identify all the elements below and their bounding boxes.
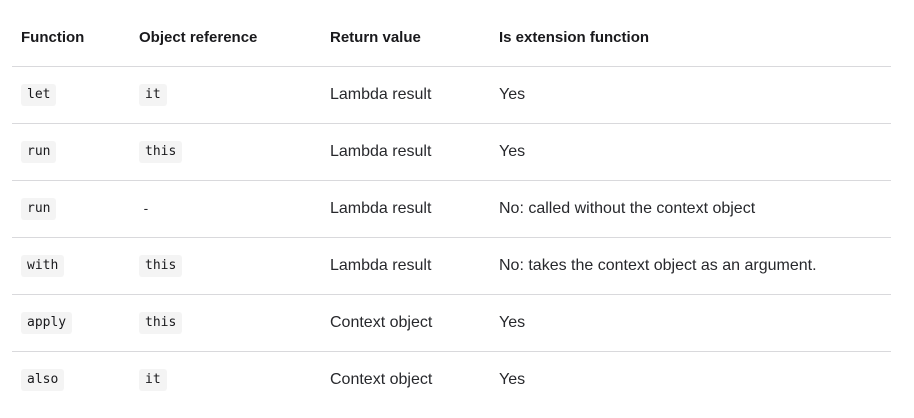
function-code: apply <box>21 312 73 334</box>
table-row: let it Lambda result Yes <box>12 66 891 124</box>
cell-object-reference: it <box>130 352 321 409</box>
cell-object-reference: this <box>130 237 321 295</box>
cell-is-extension: No: takes the context object as an argum… <box>490 237 891 295</box>
cell-function: also <box>12 352 130 409</box>
object-reference-code: it <box>139 84 167 106</box>
header-is-extension-function: Is extension function <box>490 9 891 67</box>
function-code: run <box>21 141 57 163</box>
cell-is-extension: Yes <box>490 123 891 181</box>
function-code: run <box>21 198 57 220</box>
table-row: also it Context object Yes <box>12 352 891 409</box>
header-return-value: Return value <box>321 9 490 67</box>
object-reference-code: this <box>139 255 183 277</box>
cell-function: run <box>12 123 130 181</box>
object-reference-code: this <box>139 312 183 334</box>
table-row: apply this Context object Yes <box>12 294 891 352</box>
header-object-reference: Object reference <box>130 9 321 67</box>
table-row: with this Lambda result No: takes the co… <box>12 237 891 295</box>
function-code: let <box>21 84 57 106</box>
cell-object-reference: this <box>130 123 321 181</box>
table-row: run this Lambda result Yes <box>12 123 891 181</box>
cell-object-reference: - <box>130 180 321 238</box>
object-reference-code: this <box>139 141 183 163</box>
cell-is-extension: Yes <box>490 66 891 124</box>
header-function: Function <box>12 9 130 67</box>
object-reference-none: - <box>142 202 150 217</box>
cell-return-value: Context object <box>321 294 490 352</box>
cell-function: with <box>12 237 130 295</box>
cell-function: let <box>12 66 130 124</box>
cell-function: run <box>12 180 130 238</box>
cell-return-value: Lambda result <box>321 123 490 181</box>
cell-return-value: Lambda result <box>321 180 490 238</box>
cell-return-value: Context object <box>330 371 433 388</box>
object-reference-code: it <box>139 369 167 391</box>
cell-is-extension: Yes <box>490 294 891 352</box>
cell-is-extension: Yes <box>499 371 526 388</box>
cell-object-reference: it <box>130 66 321 124</box>
cell-function: apply <box>12 294 130 352</box>
cell-return-value: Lambda result <box>321 66 490 124</box>
header-row: Function Object reference Return value I… <box>12 9 891 67</box>
cell-object-reference: this <box>130 294 321 352</box>
scope-functions-table: Function Object reference Return value I… <box>12 9 891 408</box>
table-body: let it Lambda result Yes run this Lambda… <box>12 66 891 409</box>
table-header: Function Object reference Return value I… <box>12 9 891 67</box>
function-code: with <box>21 255 65 277</box>
function-code: also <box>21 369 65 391</box>
cell-is-extension: No: called without the context object <box>490 180 891 238</box>
cell-return-value: Lambda result <box>321 237 490 295</box>
table-row: run - Lambda result No: called without t… <box>12 180 891 238</box>
